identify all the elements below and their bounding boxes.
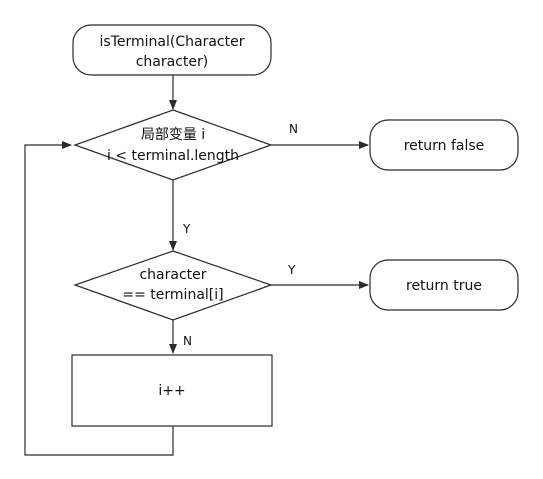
return-true-label: return true — [406, 278, 482, 294]
increment-label: i++ — [158, 383, 185, 399]
match-condition-shape — [73, 250, 273, 321]
loop-condition-shape — [73, 109, 273, 181]
return-true-shape — [369, 259, 519, 311]
return-false-shape — [369, 119, 519, 171]
edge-labels: N Y Y N — [182, 122, 298, 348]
return-false-node: return false — [369, 119, 519, 171]
edge-label-match-no: N — [183, 334, 192, 348]
loop-condition-line2: i < terminal.length — [107, 148, 239, 164]
edge-increment-loop-back — [24, 141, 174, 456]
increment-shape — [71, 354, 273, 427]
start-node-line1: isTerminal(Character — [100, 34, 245, 50]
return-true-node: return true — [369, 259, 519, 311]
loop-condition-node: 局部变量 i i < terminal.length — [73, 109, 273, 181]
edges — [24, 75, 369, 456]
match-condition-line2: == terminal[i] — [122, 287, 223, 303]
edge-label-loop-no: N — [289, 122, 298, 136]
edge-label-match-yes: Y — [287, 263, 296, 277]
start-node-shape — [72, 24, 272, 76]
return-false-label: return false — [404, 138, 485, 154]
match-condition-node: character == terminal[i] — [73, 250, 273, 321]
increment-node: i++ — [71, 354, 273, 427]
edge-label-loop-yes: Y — [182, 222, 191, 236]
start-node-line2: character) — [136, 54, 209, 70]
loop-condition-line1: 局部变量 i — [141, 127, 205, 143]
start-node: isTerminal(Character character) — [72, 24, 272, 76]
match-condition-line1: character — [139, 267, 206, 283]
